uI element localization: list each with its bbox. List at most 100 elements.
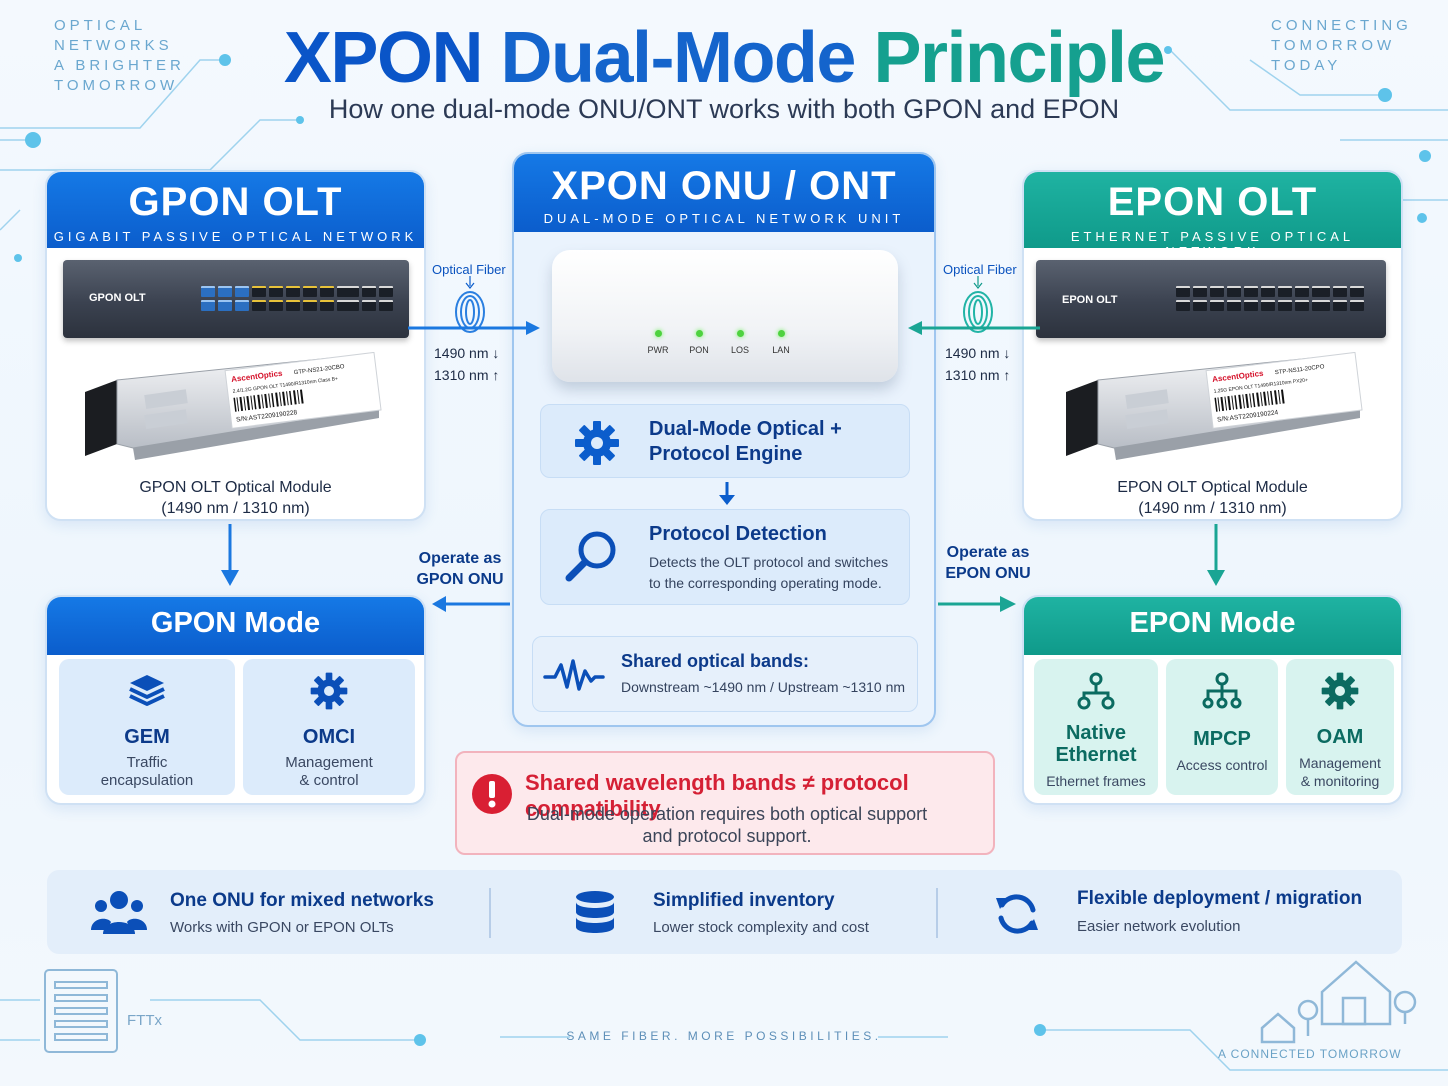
gpon-module-caption-line1: GPON OLT Optical Module (139, 479, 332, 496)
detection-title: Protocol Detection (649, 523, 827, 545)
magnifier-icon (565, 531, 616, 582)
gem-text: Traffic encapsulation (59, 754, 235, 790)
engine-title-line1: Dual-Mode Optical + (649, 418, 842, 440)
gpon-mode-header: GPON Mode (47, 597, 424, 655)
epon-olt-subtitle: ETHERNET PASSIVE OPTICAL NETWORK (1070, 229, 1355, 259)
mpcp-tile: MPCP Access control (1166, 659, 1278, 795)
epon-mode-title: EPON Mode (1129, 607, 1296, 639)
engine-title-line2: Protocol Engine (649, 443, 803, 465)
title-part-xpon: XPON (283, 18, 484, 98)
gem-tile: GEM Traffic encapsulation (59, 659, 235, 795)
users-group-icon (91, 891, 147, 934)
fiber-right-upstream: 1310 nm ↑ (945, 367, 1011, 383)
gpon-olt-title: GPON OLT (128, 180, 343, 224)
gpon-olt-ports (201, 286, 351, 311)
gpon-olt-header: GPON OLT GIGABIT PASSIVE OPTICAL NETWORK (47, 172, 424, 248)
detection-text: Detects the OLT protocol and switches to… (649, 552, 888, 594)
fiber-right-label: Optical Fiber (943, 262, 1017, 277)
epon-down-arrow (1207, 524, 1225, 586)
footer-tagline: SAME FIBER. MORE POSSIBILITIES. (566, 1029, 882, 1043)
native-ethernet-title: Native Ethernet (1034, 722, 1158, 766)
epon-mode-header: EPON Mode (1024, 597, 1401, 655)
shared-bands-box: Shared optical bands: Downstream ~1490 n… (532, 636, 918, 712)
corner-text-top-right: CONNECTING TOMORROW TODAY (1271, 17, 1412, 74)
detection-text-line2: to the corresponding operating mode. (649, 575, 882, 591)
connected-tomorrow-label: A CONNECTED TOMORROW (1218, 1047, 1402, 1061)
page-subtitle: How one dual-mode ONU/ONT works with bot… (328, 94, 1120, 124)
epon-olt-device: EPON OLT (1036, 260, 1386, 338)
operate-as-epon-label: Operate as EPON ONU (938, 542, 1038, 584)
title-part-dual-mode: Dual-Mode (500, 18, 856, 98)
epon-olt-header: EPON OLT ETHERNET PASSIVE OPTICAL NETWOR… (1024, 172, 1401, 259)
mpcp-title: MPCP (1193, 728, 1251, 750)
onu-device: PWR PON LOS LAN (552, 250, 898, 382)
fiber-left-label: Optical Fiber (432, 262, 506, 277)
arrow-left-icon (432, 596, 510, 612)
benefit-inventory-title: Simplified inventory (653, 890, 835, 911)
epon-module-caption: EPON OLT Optical Module (1490 nm / 1310 … (1024, 477, 1401, 519)
gear-icon (310, 672, 348, 710)
benefit-flexible-title: Flexible deployment / migration (1077, 888, 1363, 909)
protocol-detection-box: Protocol Detection Detects the OLT proto… (540, 509, 910, 605)
operate-epon-line2: EPON ONU (945, 565, 1031, 582)
corner-text-top-left: OPTICAL NETWORKS A BRIGHTER TOMORROW (54, 17, 185, 94)
benefit-mixed-networks-text: Works with GPON or EPON OLTs (170, 919, 394, 936)
omci-tile: OMCI Management & control (243, 659, 415, 795)
fiber-left-upstream: 1310 nm ↑ (434, 367, 500, 383)
engine-title: Dual-Mode Optical + Protocol Engine (649, 417, 842, 467)
epon-olt-device-label: EPON OLT (1062, 294, 1118, 306)
fiber-right-downstream: 1490 nm ↓ (945, 345, 1011, 361)
waveform-icon (543, 659, 605, 691)
native-ethernet-text: Ethernet frames (1046, 773, 1146, 789)
epon-mode-card: EPON Mode Native Ethernet Ethernet frame… (1022, 595, 1403, 805)
network-topology-icon (1077, 672, 1115, 710)
led-los: LOS (729, 330, 751, 355)
fiber-right-connector (908, 276, 1040, 335)
gear-icon (1321, 672, 1359, 710)
benefit-divider (936, 888, 938, 938)
page-title: XPON Dual-Mode Principle (0, 18, 1448, 98)
bands-title: Shared optical bands: (621, 651, 810, 671)
epon-module-caption-line1: EPON OLT Optical Module (1117, 479, 1308, 496)
omci-title: OMCI (302, 726, 356, 748)
gem-title: GEM (124, 726, 170, 748)
gpon-down-arrow (221, 524, 239, 586)
fiber-left-wavelengths: 1490 nm ↓ 1310 nm ↑ (434, 342, 499, 386)
operate-gpon-line1: Operate as (418, 550, 502, 567)
benefits-bar: One ONU for mixed networks Works with GP… (47, 870, 1402, 954)
layers-icon (129, 675, 165, 706)
gpon-olt-device: GPON OLT (63, 260, 409, 338)
database-icon (576, 891, 614, 933)
title-part-principle: Principle (873, 18, 1165, 98)
operate-epon-line1: Operate as (946, 544, 1030, 561)
network-tree-icon (1202, 672, 1242, 709)
warning-text-line2: and protocol support. (642, 826, 812, 846)
fiber-left-connector (408, 276, 540, 335)
oam-tile: OAM Management & monitoring (1286, 659, 1394, 795)
refresh-icon (996, 894, 1038, 934)
arrow-right-icon (938, 596, 1016, 612)
gpon-olt-device-label: GPON OLT (89, 292, 146, 304)
native-ethernet-tile: Native Ethernet Ethernet frames (1034, 659, 1158, 795)
benefit-inventory-text: Lower stock complexity and cost (653, 919, 869, 936)
gem-text-line2: encapsulation (100, 772, 194, 789)
oam-text: Management & monitoring (1286, 754, 1394, 790)
gpon-olt-subtitle: GIGABIT PASSIVE OPTICAL NETWORK (53, 229, 418, 244)
xpon-onu-card: XPON ONU / ONT DUAL-MODE OPTICAL NETWORK… (512, 152, 936, 727)
epon-olt-title: EPON OLT (1107, 180, 1318, 224)
detection-text-line1: Detects the OLT protocol and switches (649, 554, 889, 570)
warning-title: Shared wavelength bands ≠ protocol compa… (525, 770, 909, 821)
operate-as-gpon-label: Operate as GPON ONU (410, 548, 510, 590)
fiber-right-wavelengths: 1490 nm ↓ 1310 nm ↑ (945, 342, 1010, 386)
gpon-olt-card: GPON OLT GIGABIT PASSIVE OPTICAL NETWORK… (45, 170, 426, 521)
fttx-label: FTTx (127, 1012, 162, 1029)
gem-text-line1: Traffic (126, 754, 168, 771)
epon-olt-ports (1176, 286, 1326, 311)
dual-mode-engine-box: Dual-Mode Optical + Protocol Engine (540, 404, 910, 478)
led-pon: PON (688, 330, 710, 355)
led-lan: LAN (770, 330, 792, 355)
onu-led-row: PWR PON LOS LAN (647, 330, 792, 355)
gear-icon (575, 421, 619, 465)
bands-text: Downstream ~1490 nm / Upstream ~1310 nm (621, 679, 906, 695)
benefit-divider (489, 888, 491, 938)
